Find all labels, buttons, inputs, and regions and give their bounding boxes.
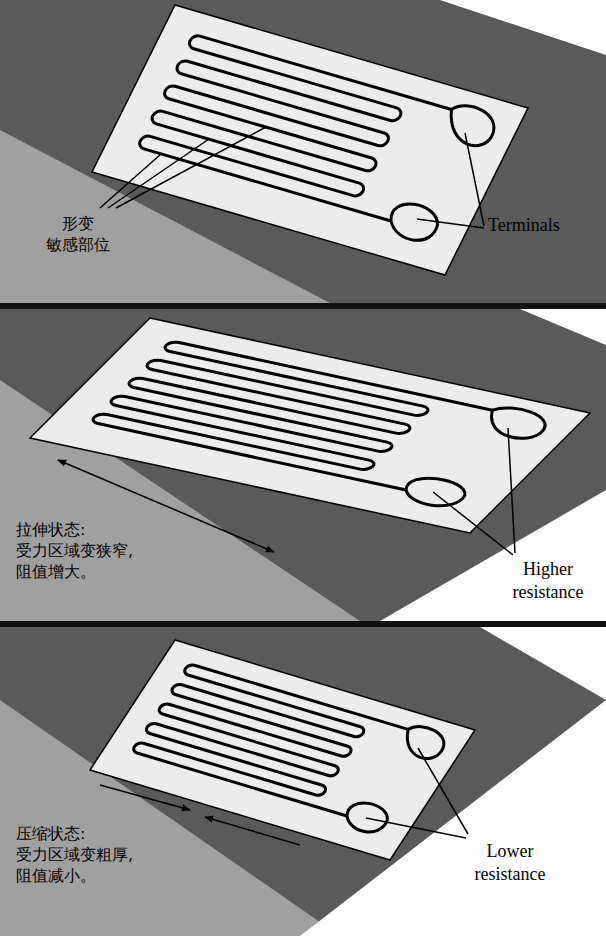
part-label: Terminals xyxy=(488,214,600,237)
substrate-band xyxy=(0,0,606,303)
strain-gauge-stretched xyxy=(30,318,590,533)
background xyxy=(480,627,606,700)
tension-arrow xyxy=(58,460,274,552)
background xyxy=(440,0,606,55)
part-label: 形变 敏感部位 xyxy=(36,214,120,256)
leader-lines xyxy=(100,127,484,228)
compression-arrow xyxy=(100,785,190,810)
resistance-note: Higher resistance xyxy=(496,558,600,605)
strain-gauge-compressed xyxy=(90,640,475,860)
state-note: 拉伸状态: 受力区域变狭窄, 阻值增大。 xyxy=(16,520,166,582)
strain-gauge xyxy=(92,5,528,275)
leader-lines xyxy=(433,428,515,555)
background xyxy=(520,309,606,345)
compression-arrow xyxy=(205,817,300,845)
substrate-band xyxy=(0,309,606,621)
substrate-band xyxy=(0,627,606,936)
resistance-note: Lower resistance xyxy=(452,840,568,887)
state-note: 压缩状态: 受力区域变粗厚, 阻值减小。 xyxy=(16,824,166,886)
panel-separator xyxy=(0,303,606,309)
leader-lines xyxy=(366,748,468,838)
panel-separator xyxy=(0,621,606,627)
